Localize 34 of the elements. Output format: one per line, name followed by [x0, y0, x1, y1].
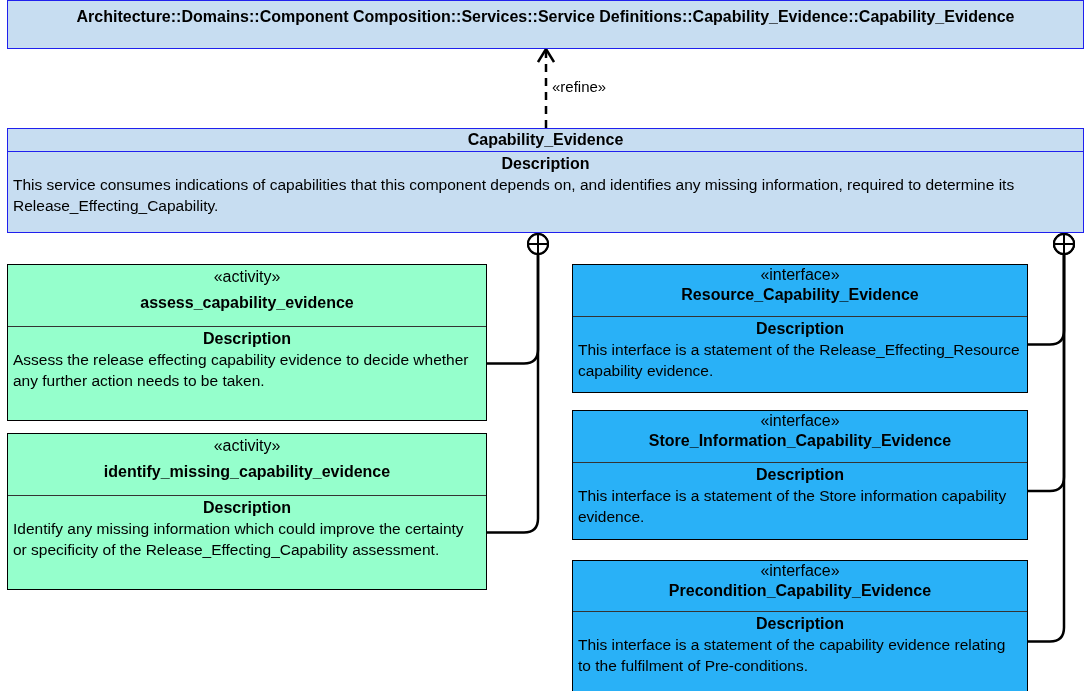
description-text: Assess the release effecting capability evidence to decide whether any further action needs to be taken.: [12, 350, 470, 391]
uml-element-box: [572, 560, 1028, 691]
description-text: This interface is a statement of the capability evidence relating to the fulfilment of Pre-conditions.: [577, 635, 1007, 676]
section-heading: Description: [202, 329, 292, 349]
section-heading: Description: [755, 319, 845, 339]
description-text: This interface is a statement of the Release_Effecting_Resource capability evidence.: [577, 340, 1021, 381]
dependency-arrow: [536, 47, 556, 128]
uml-element-box: [7, 433, 487, 590]
description-text: Identify any missing information which could improve the certainty or specificity of the Release_Effecting_Capability assessment.: [12, 519, 465, 560]
element-name: assess_capability_evidence: [139, 293, 355, 313]
section-heading: Description: [500, 154, 591, 174]
stereotype-label: «interface»: [759, 265, 841, 285]
element-name: Capability_Evidence: [466, 130, 625, 150]
element-name: Resource_Capability_Evidence: [680, 285, 920, 305]
element-name: identify_missing_capability_evidence: [102, 462, 392, 482]
containment-connector: [487, 233, 549, 534]
description-text: This service consumes indications of capabilities that this component depends on, and identifies any missing information, required to determine its Release_Effecting_Capability.: [12, 175, 1016, 216]
element-name: Precondition_Capability_Evidence: [667, 581, 933, 601]
uml-element-box: [572, 264, 1028, 393]
stereotype-label: «activity»: [212, 267, 282, 287]
uml-element-box: [7, 264, 487, 421]
stereotype-label: «interface»: [759, 411, 841, 431]
stereotype-label: «interface»: [759, 561, 841, 581]
stereotype-label: «activity»: [212, 436, 282, 456]
description-text: This interface is a statement of the Store information capability evidence.: [577, 486, 1008, 527]
uml-element-box: [7, 128, 1084, 233]
section-heading: Description: [202, 498, 292, 518]
uml-element-box: [7, 0, 1084, 49]
element-name: Architecture::Domains::Component Composition::Services::Service Definitions::Capability_Evidence::Capability_Evidence: [75, 7, 1016, 27]
section-heading: Description: [755, 465, 845, 485]
containment-connector: [1028, 233, 1075, 643]
uml-element-box: [572, 410, 1028, 540]
section-heading: Description: [755, 614, 845, 634]
element-name: Store_Information_Capability_Evidence: [647, 431, 953, 451]
